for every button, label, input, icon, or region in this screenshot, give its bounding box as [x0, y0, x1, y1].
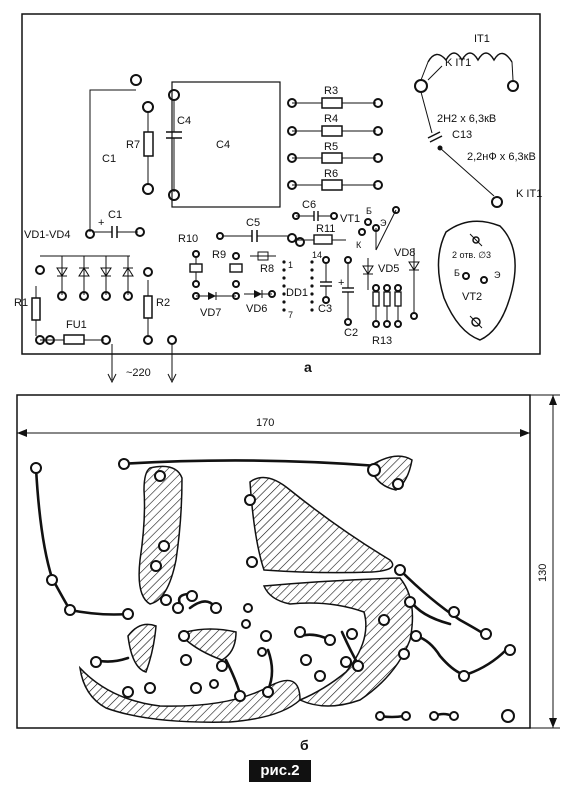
- plus-sign-2: +: [338, 277, 344, 289]
- c13-value: 2H2 x 6,3кВ: [437, 113, 496, 125]
- figure-caption: рис.2: [249, 760, 311, 782]
- r11-label: R11: [316, 223, 335, 235]
- fu1-label: FU1: [66, 319, 87, 331]
- vd6-label: VD6: [246, 303, 267, 315]
- r3-r6-group: [287, 97, 383, 191]
- it1-label: IT1: [474, 33, 490, 45]
- dd1-pin7: 7: [288, 310, 293, 320]
- c13-label: C13: [452, 129, 472, 141]
- c4-body: [171, 81, 281, 208]
- c4-box-label: C4: [216, 139, 230, 151]
- dim-height-label: 130: [537, 564, 549, 582]
- r7-label: R7: [126, 139, 140, 151]
- r1-label: R1: [14, 297, 28, 309]
- dd1-chip: [282, 260, 314, 312]
- dd1-pin14: 14: [312, 250, 322, 260]
- c4-small-label: C4: [177, 115, 191, 127]
- r13-group: [372, 284, 402, 328]
- vd5-label: VD5: [378, 263, 399, 275]
- c13-alt-value: 2,2нФ x 6,3кВ: [467, 151, 536, 163]
- vt2-emitter: Э: [494, 270, 501, 280]
- pcb-pads: [30, 458, 516, 723]
- panel-a-layout: C4 C4 C1 R7 R3 R4 R5: [14, 13, 542, 384]
- vd7-label: VD7: [200, 307, 221, 319]
- panel-b-label: б: [300, 737, 309, 753]
- c6-label: C6: [302, 199, 316, 211]
- r13-label: R13: [372, 335, 392, 347]
- panel-a-label: а: [304, 359, 312, 375]
- r5-label: R5: [324, 141, 338, 153]
- r2-label: R2: [156, 297, 170, 309]
- holes-label: 2 отв. ∅3: [452, 250, 491, 260]
- vt1-emitter: Э: [380, 218, 387, 228]
- board-outline-a: [21, 13, 541, 355]
- vt2-label: VT2: [462, 291, 482, 303]
- r9-label: R9: [212, 249, 226, 261]
- r8-label: R8: [260, 263, 274, 275]
- c5-label: C5: [246, 217, 260, 229]
- dd1-label: DD1: [286, 287, 308, 299]
- c3-label: C3: [318, 303, 332, 315]
- k-it1-bottom-label: K IT1: [516, 188, 542, 200]
- panel-b-pcb: 170 130: [16, 394, 560, 753]
- vt1-collector: К: [356, 240, 362, 250]
- mains-label: ~220: [126, 367, 151, 379]
- board-outline-b: [16, 394, 531, 729]
- r4-label: R4: [324, 113, 338, 125]
- vt1-base: Б: [366, 206, 372, 216]
- vd1-vd4-label: VD1-VD4: [24, 229, 70, 241]
- dim-width-label: 170: [256, 417, 274, 429]
- vt1-label: VT1: [340, 213, 360, 225]
- diode-bridge: [35, 255, 153, 301]
- plus-sign-1: +: [98, 217, 104, 229]
- c1-left-label: C1: [102, 153, 116, 165]
- c2-label: C2: [344, 327, 358, 339]
- vd8-label: VD8: [394, 247, 415, 259]
- dd1-pin1: 1: [288, 260, 293, 270]
- r6-label: R6: [324, 168, 338, 180]
- vt2-base: Б: [454, 268, 460, 278]
- r10-label: R10: [178, 233, 198, 245]
- r3-label: R3: [324, 85, 338, 97]
- k-it1-top-label: K IT1: [445, 57, 471, 69]
- c1-mid-label: C1: [108, 209, 122, 221]
